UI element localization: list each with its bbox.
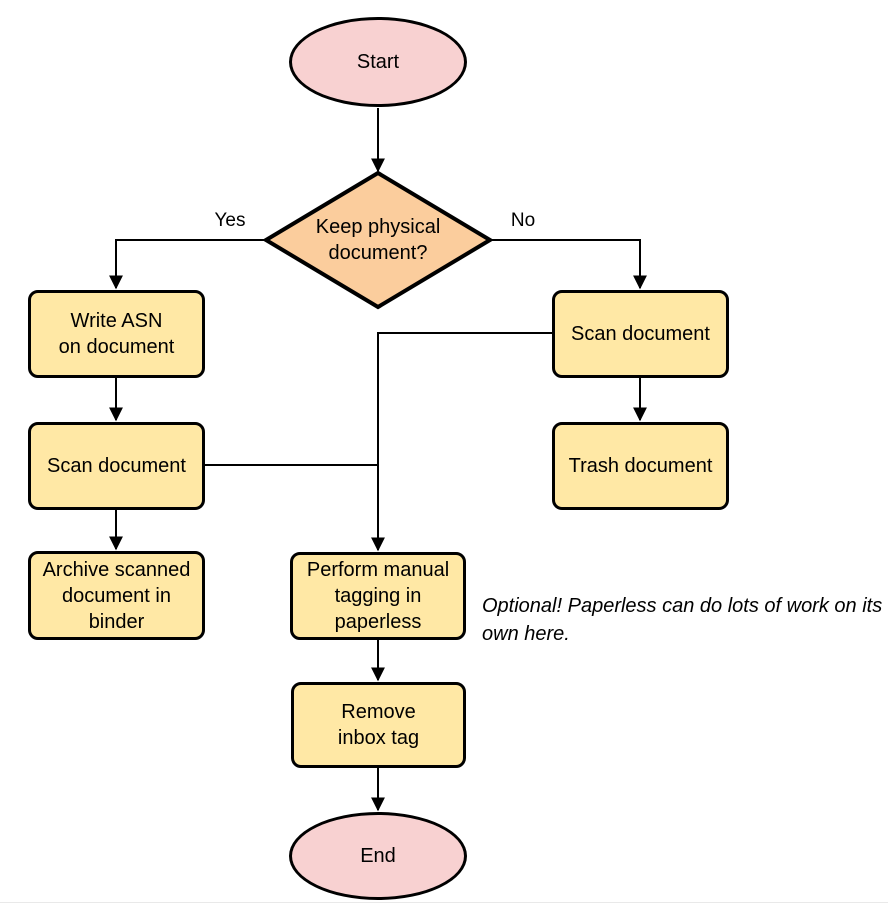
- bottom-divider: [0, 902, 888, 903]
- node-scan-document-right: Scan document: [552, 290, 729, 378]
- node-write-asn: Write ASN on document: [28, 290, 205, 378]
- node-trash-document: Trash document: [552, 422, 729, 510]
- decision-diamond-shape: [262, 170, 494, 310]
- node-start: Start: [289, 17, 467, 107]
- optional-annotation: Optional! Paperless can do lots of work …: [482, 595, 883, 645]
- node-archive-in-binder: Archive scanned document in binder: [28, 551, 205, 640]
- node-decision-label: Keep physical document?: [315, 216, 441, 264]
- edge-label-yes: Yes: [204, 211, 256, 231]
- node-manual-tagging: Perform manual tagging in paperless: [290, 552, 466, 640]
- node-scan-document-left: Scan document: [28, 422, 205, 510]
- edge-label-no: No: [499, 211, 547, 231]
- edge-scanright-to-tagging: [371, 332, 552, 552]
- edge-decision-yes: [109, 239, 266, 290]
- edge-decision-no: [490, 239, 647, 290]
- node-remove-inbox-tag: Remove inbox tag: [291, 682, 466, 768]
- node-end: End: [289, 812, 467, 900]
